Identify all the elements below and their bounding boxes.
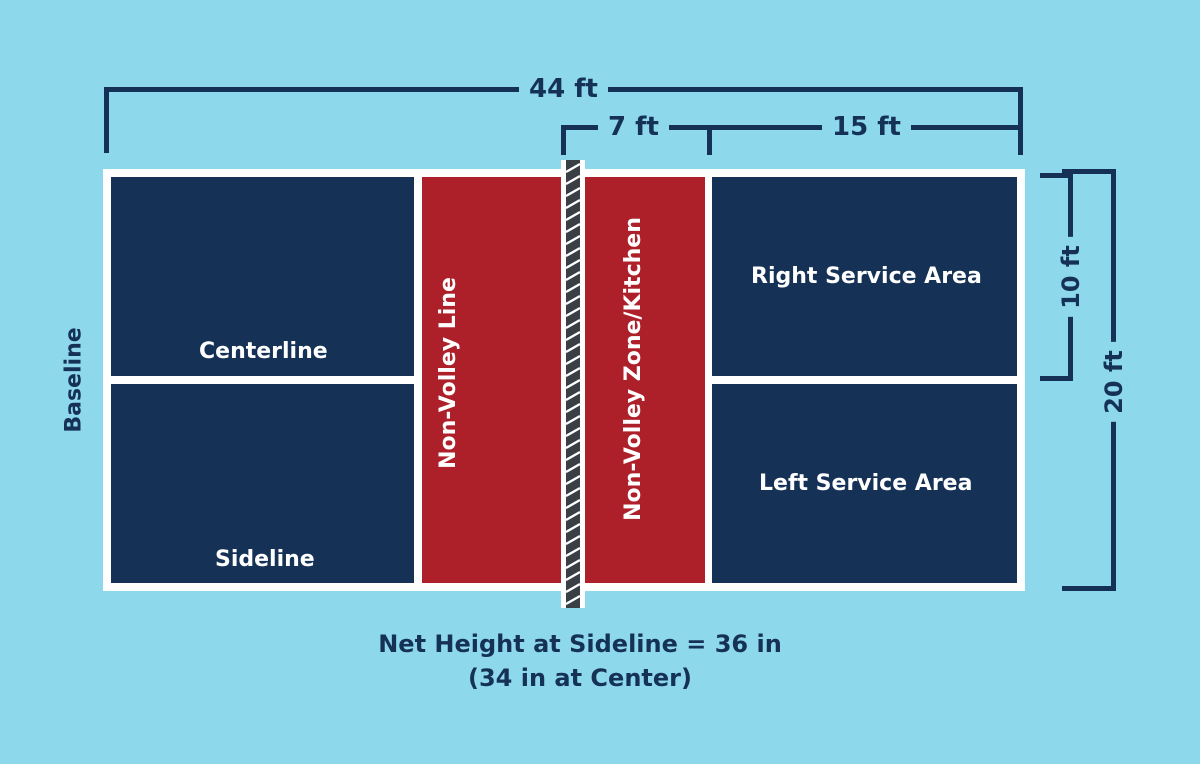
right-kitchen (583, 177, 705, 583)
net-hatch-mark (565, 486, 581, 498)
net-hatch-mark (565, 546, 581, 558)
net-hatch-mark (565, 438, 581, 450)
net-hatch-mark (565, 186, 581, 198)
net-hatch-mark (565, 354, 581, 366)
net-hatch-mark (565, 162, 581, 174)
right-service-area-label: Right Service Area (751, 264, 982, 289)
net-hatch-mark (565, 582, 581, 594)
kitchen-length-label: 7 ft (598, 112, 669, 142)
net-hatch-mark (565, 234, 581, 246)
right-upper-court (712, 177, 1017, 376)
net-hatch-mark (565, 258, 581, 270)
net-hatch-mark (565, 414, 581, 426)
net-hatch-mark (565, 594, 581, 606)
net-hatch-mark (565, 570, 581, 582)
net-hatch-mark (565, 462, 581, 474)
left-upper-court (111, 177, 414, 376)
non-volley-line-label: Non-Volley Line (436, 277, 461, 469)
net-height-note-line1: Net Height at Sideline = 36 in (378, 630, 782, 658)
net (561, 160, 585, 608)
total-width-label: 20 ft (1099, 342, 1129, 422)
net-hatch-mark (565, 474, 581, 486)
half-width-label: 10 ft (1056, 237, 1086, 317)
right-lower-court (712, 384, 1017, 583)
net-hatch-mark (565, 210, 581, 222)
net-hatch-mark (565, 342, 581, 354)
net-hatch-mark (565, 294, 581, 306)
service-length-label: 15 ft (822, 112, 911, 142)
total-length-label: 44 ft (519, 74, 608, 104)
net-hatch-mark (565, 270, 581, 282)
net-hatch-mark (565, 246, 581, 258)
net-height-note-line2: (34 in at Center) (468, 664, 692, 692)
net-hatch-mark (565, 498, 581, 510)
net-hatch-mark (565, 318, 581, 330)
net-hatch-mark (565, 222, 581, 234)
net-hatch-mark (565, 510, 581, 522)
net-hatch-mark (565, 450, 581, 462)
net-hatch-mark (565, 366, 581, 378)
sideline-label: Sideline (215, 547, 315, 572)
left-service-area-label: Left Service Area (759, 471, 973, 496)
baseline-label: Baseline (61, 327, 87, 433)
net-hatch-mark (565, 534, 581, 546)
net-hatch-mark (565, 522, 581, 534)
net-hatch-mark (565, 378, 581, 390)
net-hatch-mark (565, 330, 581, 342)
net-hatch-mark (565, 390, 581, 402)
left-lower-court (111, 384, 414, 583)
net-hatch-mark (565, 282, 581, 294)
centerline-label: Centerline (199, 339, 328, 364)
net-hatch-mark (565, 558, 581, 570)
net-hatch-mark (565, 174, 581, 186)
net-hatch-mark (565, 402, 581, 414)
net-hatch-mark (565, 306, 581, 318)
left-kitchen (422, 177, 561, 583)
net-hatch-mark (565, 198, 581, 210)
non-volley-zone-label: Non-Volley Zone/Kitchen (621, 217, 646, 521)
net-hatch-mark (565, 426, 581, 438)
